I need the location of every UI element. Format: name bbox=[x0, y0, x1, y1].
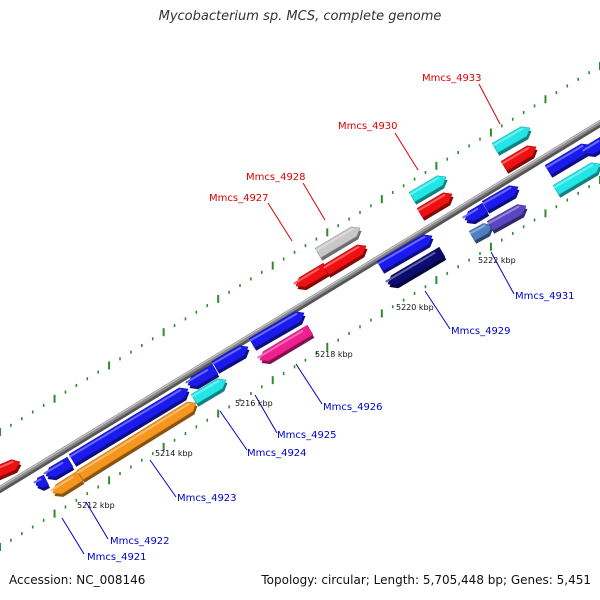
gene-blue-a bbox=[187, 363, 219, 387]
tick-layer bbox=[0, 62, 600, 551]
leader-mmcs-4933 bbox=[478, 83, 501, 125]
backbone-highlight bbox=[0, 120, 600, 488]
scale-label-5220: 5220 kbp bbox=[396, 303, 434, 312]
leader-mmcs-4927 bbox=[267, 202, 293, 242]
gene-mmcs-4926 bbox=[259, 324, 314, 362]
gene-label-mmcs-4931: Mmcs_4931 bbox=[515, 291, 575, 302]
leader-mmcs-4925 bbox=[254, 394, 278, 434]
gene-red-4930-highlight bbox=[417, 194, 446, 212]
leader-mmcs-4930 bbox=[394, 132, 419, 171]
gene-gray-highlight bbox=[315, 228, 354, 252]
map-title: Mycobacterium sp. MCS, complete genome bbox=[158, 9, 442, 24]
leader-lines bbox=[61, 83, 515, 555]
gene-blue-e-highlight bbox=[482, 186, 512, 205]
gene-red-4933-highlight bbox=[501, 147, 530, 165]
gene-label-mmcs-4927: Mmcs_4927 bbox=[209, 193, 269, 204]
scale-label-5214: 5214 kbp bbox=[155, 449, 193, 458]
gene-mmcs-4921-highlight bbox=[33, 478, 42, 484]
scale-label-5222: 5222 kbp bbox=[478, 256, 516, 265]
gene-blue-d bbox=[464, 202, 489, 222]
gene-blue-a-highlight bbox=[185, 369, 209, 384]
gene-left-red-highlight bbox=[0, 461, 14, 469]
gene-blue-c-highlight bbox=[377, 235, 426, 265]
scale-label-5212: 5212 kbp bbox=[77, 501, 115, 510]
accession-text: Accession: NC_008146 bbox=[9, 573, 146, 587]
leader-mmcs-4922 bbox=[85, 501, 109, 540]
gene-mmcs-4921 bbox=[35, 474, 49, 489]
gene-mmcs-4922 bbox=[45, 456, 74, 478]
gene-mmcs-4923-cds-highlight bbox=[69, 389, 182, 458]
gene-mmcs-4927-highlight bbox=[293, 268, 320, 285]
gene-orange-small bbox=[52, 470, 84, 495]
gene-mmcs-4928-highlight bbox=[323, 246, 360, 269]
gene-mmcs-4931-highlight bbox=[469, 224, 486, 235]
leader-mmcs-4921 bbox=[61, 517, 85, 555]
leader-mmcs-4926 bbox=[295, 363, 323, 405]
gene-blue-d-highlight bbox=[462, 208, 479, 219]
gene-label-mmcs-4921: Mmcs_4921 bbox=[87, 552, 147, 563]
gene-label-mmcs-4925: Mmcs_4925 bbox=[277, 430, 337, 441]
genome-backbone bbox=[0, 119, 600, 494]
gene-label-mmcs-4928: Mmcs_4928 bbox=[246, 172, 306, 183]
gene-label-mmcs-4924: Mmcs_4924 bbox=[247, 448, 307, 459]
gene-layer bbox=[0, 126, 600, 497]
gene-label-mmcs-4930: Mmcs_4930 bbox=[338, 121, 398, 132]
gene-blue-g-highlight bbox=[582, 140, 600, 152]
gene-mmcs-4925-highlight bbox=[212, 346, 242, 365]
gene-blue-b-highlight bbox=[249, 312, 298, 342]
scale-label-5216: 5216 kbp bbox=[235, 399, 273, 408]
leader-mmcs-4928 bbox=[302, 182, 326, 221]
gene-blue-f-highlight bbox=[545, 145, 584, 169]
gene-label-mmcs-4922: Mmcs_4922 bbox=[110, 536, 170, 547]
gene-cyan-right-highlight bbox=[553, 164, 594, 189]
gene-label-mmcs-4933: Mmcs_4933 bbox=[422, 73, 482, 84]
gene-mmcs-4930-highlight bbox=[409, 176, 440, 196]
gene-mmcs-4924-highlight bbox=[191, 380, 220, 398]
leader-mmcs-4929 bbox=[424, 290, 451, 330]
gene-purple-highlight bbox=[487, 205, 520, 225]
gene-label-mmcs-4929: Mmcs_4929 bbox=[451, 326, 511, 337]
gene-left-red bbox=[0, 459, 21, 477]
gene-mmcs-4933-highlight bbox=[492, 127, 524, 147]
gene-mmcs-4923-highlight bbox=[77, 403, 190, 474]
leader-mmcs-4924 bbox=[219, 410, 248, 451]
gene-label-mmcs-4926: Mmcs_4926 bbox=[323, 402, 383, 413]
gene-mmcs-4929 bbox=[387, 246, 446, 286]
gene-mmcs-4929-highlight bbox=[385, 252, 436, 283]
gene-mmcs-4922-highlight bbox=[43, 461, 64, 475]
backbone-line bbox=[0, 119, 600, 491]
gene-orange-small-highlight bbox=[50, 476, 74, 492]
genome-summary-text: Topology: circular; Length: 5,705,448 bp… bbox=[261, 573, 591, 587]
leader-mmcs-4923 bbox=[149, 459, 177, 498]
gene-mmcs-4926-highlight bbox=[257, 330, 304, 359]
leader-mmcs-4931 bbox=[490, 251, 515, 295]
gene-label-mmcs-4923: Mmcs_4923 bbox=[177, 493, 237, 504]
scale-label-5218: 5218 kbp bbox=[315, 350, 353, 359]
